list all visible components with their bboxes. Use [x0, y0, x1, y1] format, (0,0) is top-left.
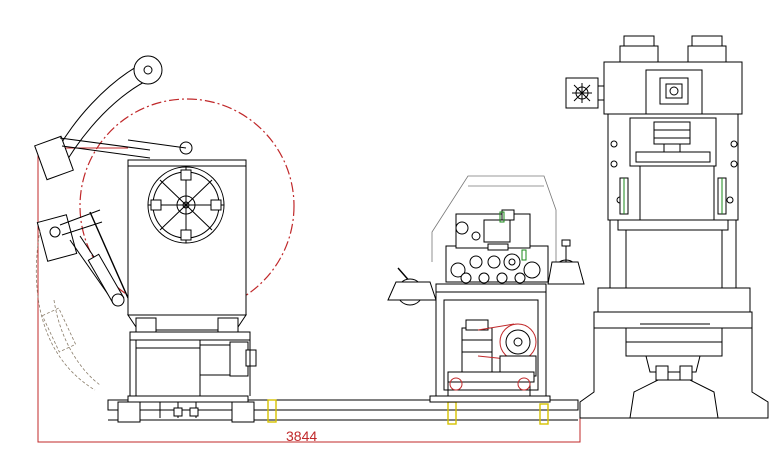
press-bed [597, 287, 751, 313]
uncoiler-foot-left [117, 401, 141, 423]
drive-motor [461, 327, 493, 381]
press-cylinder-right [687, 45, 727, 63]
uncoiler [34, 55, 295, 423]
press-cylinder-left [619, 45, 659, 63]
uncoiler-foot-right [231, 401, 255, 423]
overall-length-dimension: 3844 [286, 428, 317, 444]
press [565, 35, 769, 419]
straightener-feeder [387, 175, 585, 403]
base-rail [107, 399, 579, 425]
press-slide [639, 165, 715, 221]
